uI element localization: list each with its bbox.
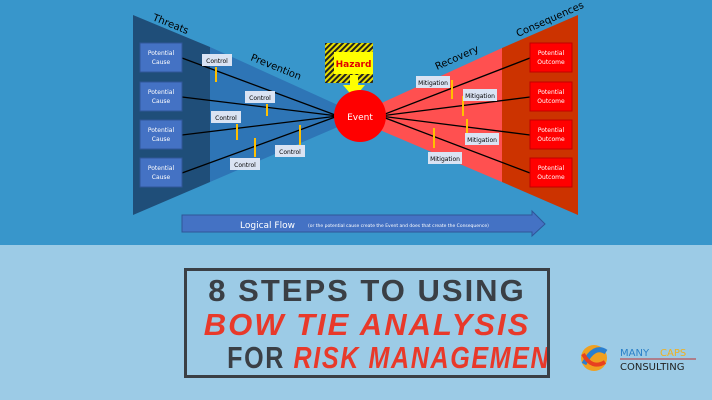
many-caps-logo: MANY CAPS CONSULTING bbox=[578, 340, 708, 380]
outcome-line bbox=[379, 115, 531, 136]
logical-flow-label: Logical Flow bbox=[240, 221, 295, 231]
mitigation-label: Mitigation bbox=[465, 93, 495, 100]
logo-word-many: MANY bbox=[620, 348, 650, 359]
logo-word-caps: CAPS bbox=[660, 348, 686, 359]
mitigation-label: Mitigation bbox=[418, 80, 448, 87]
outcome-line bbox=[379, 115, 531, 174]
cause-line bbox=[181, 115, 339, 174]
control-barrier: Control bbox=[245, 91, 275, 116]
cause-line bbox=[181, 57, 339, 117]
cause-label: Potential bbox=[148, 165, 175, 172]
cause-label: Potential bbox=[148, 127, 175, 134]
hazard-arrow bbox=[343, 75, 365, 98]
mitigation-label: Mitigation bbox=[467, 137, 497, 144]
title-line3-prefix: FOR bbox=[227, 340, 285, 375]
control-label: Control bbox=[206, 58, 228, 65]
event-label: Event bbox=[347, 113, 373, 123]
outcome-label: Outcome bbox=[537, 98, 565, 105]
mitigation-label: Mitigation bbox=[430, 156, 460, 163]
cause-line bbox=[181, 96, 339, 117]
hazard-label: Hazard bbox=[336, 60, 372, 70]
cause-label: Cause bbox=[152, 59, 171, 66]
logical-flow-note: (or the potential cause create the Event… bbox=[308, 223, 489, 229]
control-barrier: Control bbox=[211, 111, 241, 140]
logical-flow-arrow bbox=[181, 209, 546, 238]
outcome-label: Potential bbox=[538, 50, 565, 57]
mitigation-barrier: Mitigation bbox=[465, 119, 499, 145]
outcome-label: Outcome bbox=[537, 136, 565, 143]
outcome-label: Outcome bbox=[537, 59, 565, 66]
outcome-label: Potential bbox=[538, 127, 565, 134]
cause-label: Cause bbox=[152, 98, 171, 105]
event-node bbox=[334, 90, 386, 142]
control-barrier: Control bbox=[202, 54, 232, 82]
cause-label: Cause bbox=[152, 174, 171, 181]
bow-tie-diagram: Threats Prevention Recovery Consequences… bbox=[0, 0, 712, 245]
cause-label: Cause bbox=[152, 136, 171, 143]
cause-line bbox=[181, 115, 339, 136]
outcome-label: Outcome bbox=[537, 174, 565, 181]
title-box: 8 STEPS TO USING BOW TIE ANALYSIS FOR RI… bbox=[184, 268, 550, 378]
control-label: Control bbox=[249, 95, 271, 102]
outcome-line bbox=[379, 96, 531, 117]
outcome-label: Potential bbox=[538, 89, 565, 96]
cause-label: Potential bbox=[148, 89, 175, 96]
mitigation-barrier: Mitigation bbox=[462, 89, 497, 116]
title-line3-accent: RISK MANAGEMENT bbox=[293, 340, 550, 375]
title-line1: 8 STEPS TO USING bbox=[208, 273, 526, 308]
outcome-label: Potential bbox=[538, 165, 565, 172]
control-label: Control bbox=[234, 162, 256, 169]
control-barrier: Control bbox=[275, 125, 305, 157]
control-label: Control bbox=[279, 149, 301, 156]
logo-word-consulting: CONSULTING bbox=[620, 362, 684, 373]
title-line2: BOW TIE ANALYSIS bbox=[203, 307, 531, 342]
control-barrier: Control bbox=[230, 138, 260, 170]
control-label: Control bbox=[215, 115, 237, 122]
mitigation-barrier: Mitigation bbox=[416, 76, 453, 99]
outcome-line bbox=[379, 57, 531, 117]
cause-label: Potential bbox=[148, 50, 175, 57]
mitigation-barrier: Mitigation bbox=[428, 128, 462, 164]
